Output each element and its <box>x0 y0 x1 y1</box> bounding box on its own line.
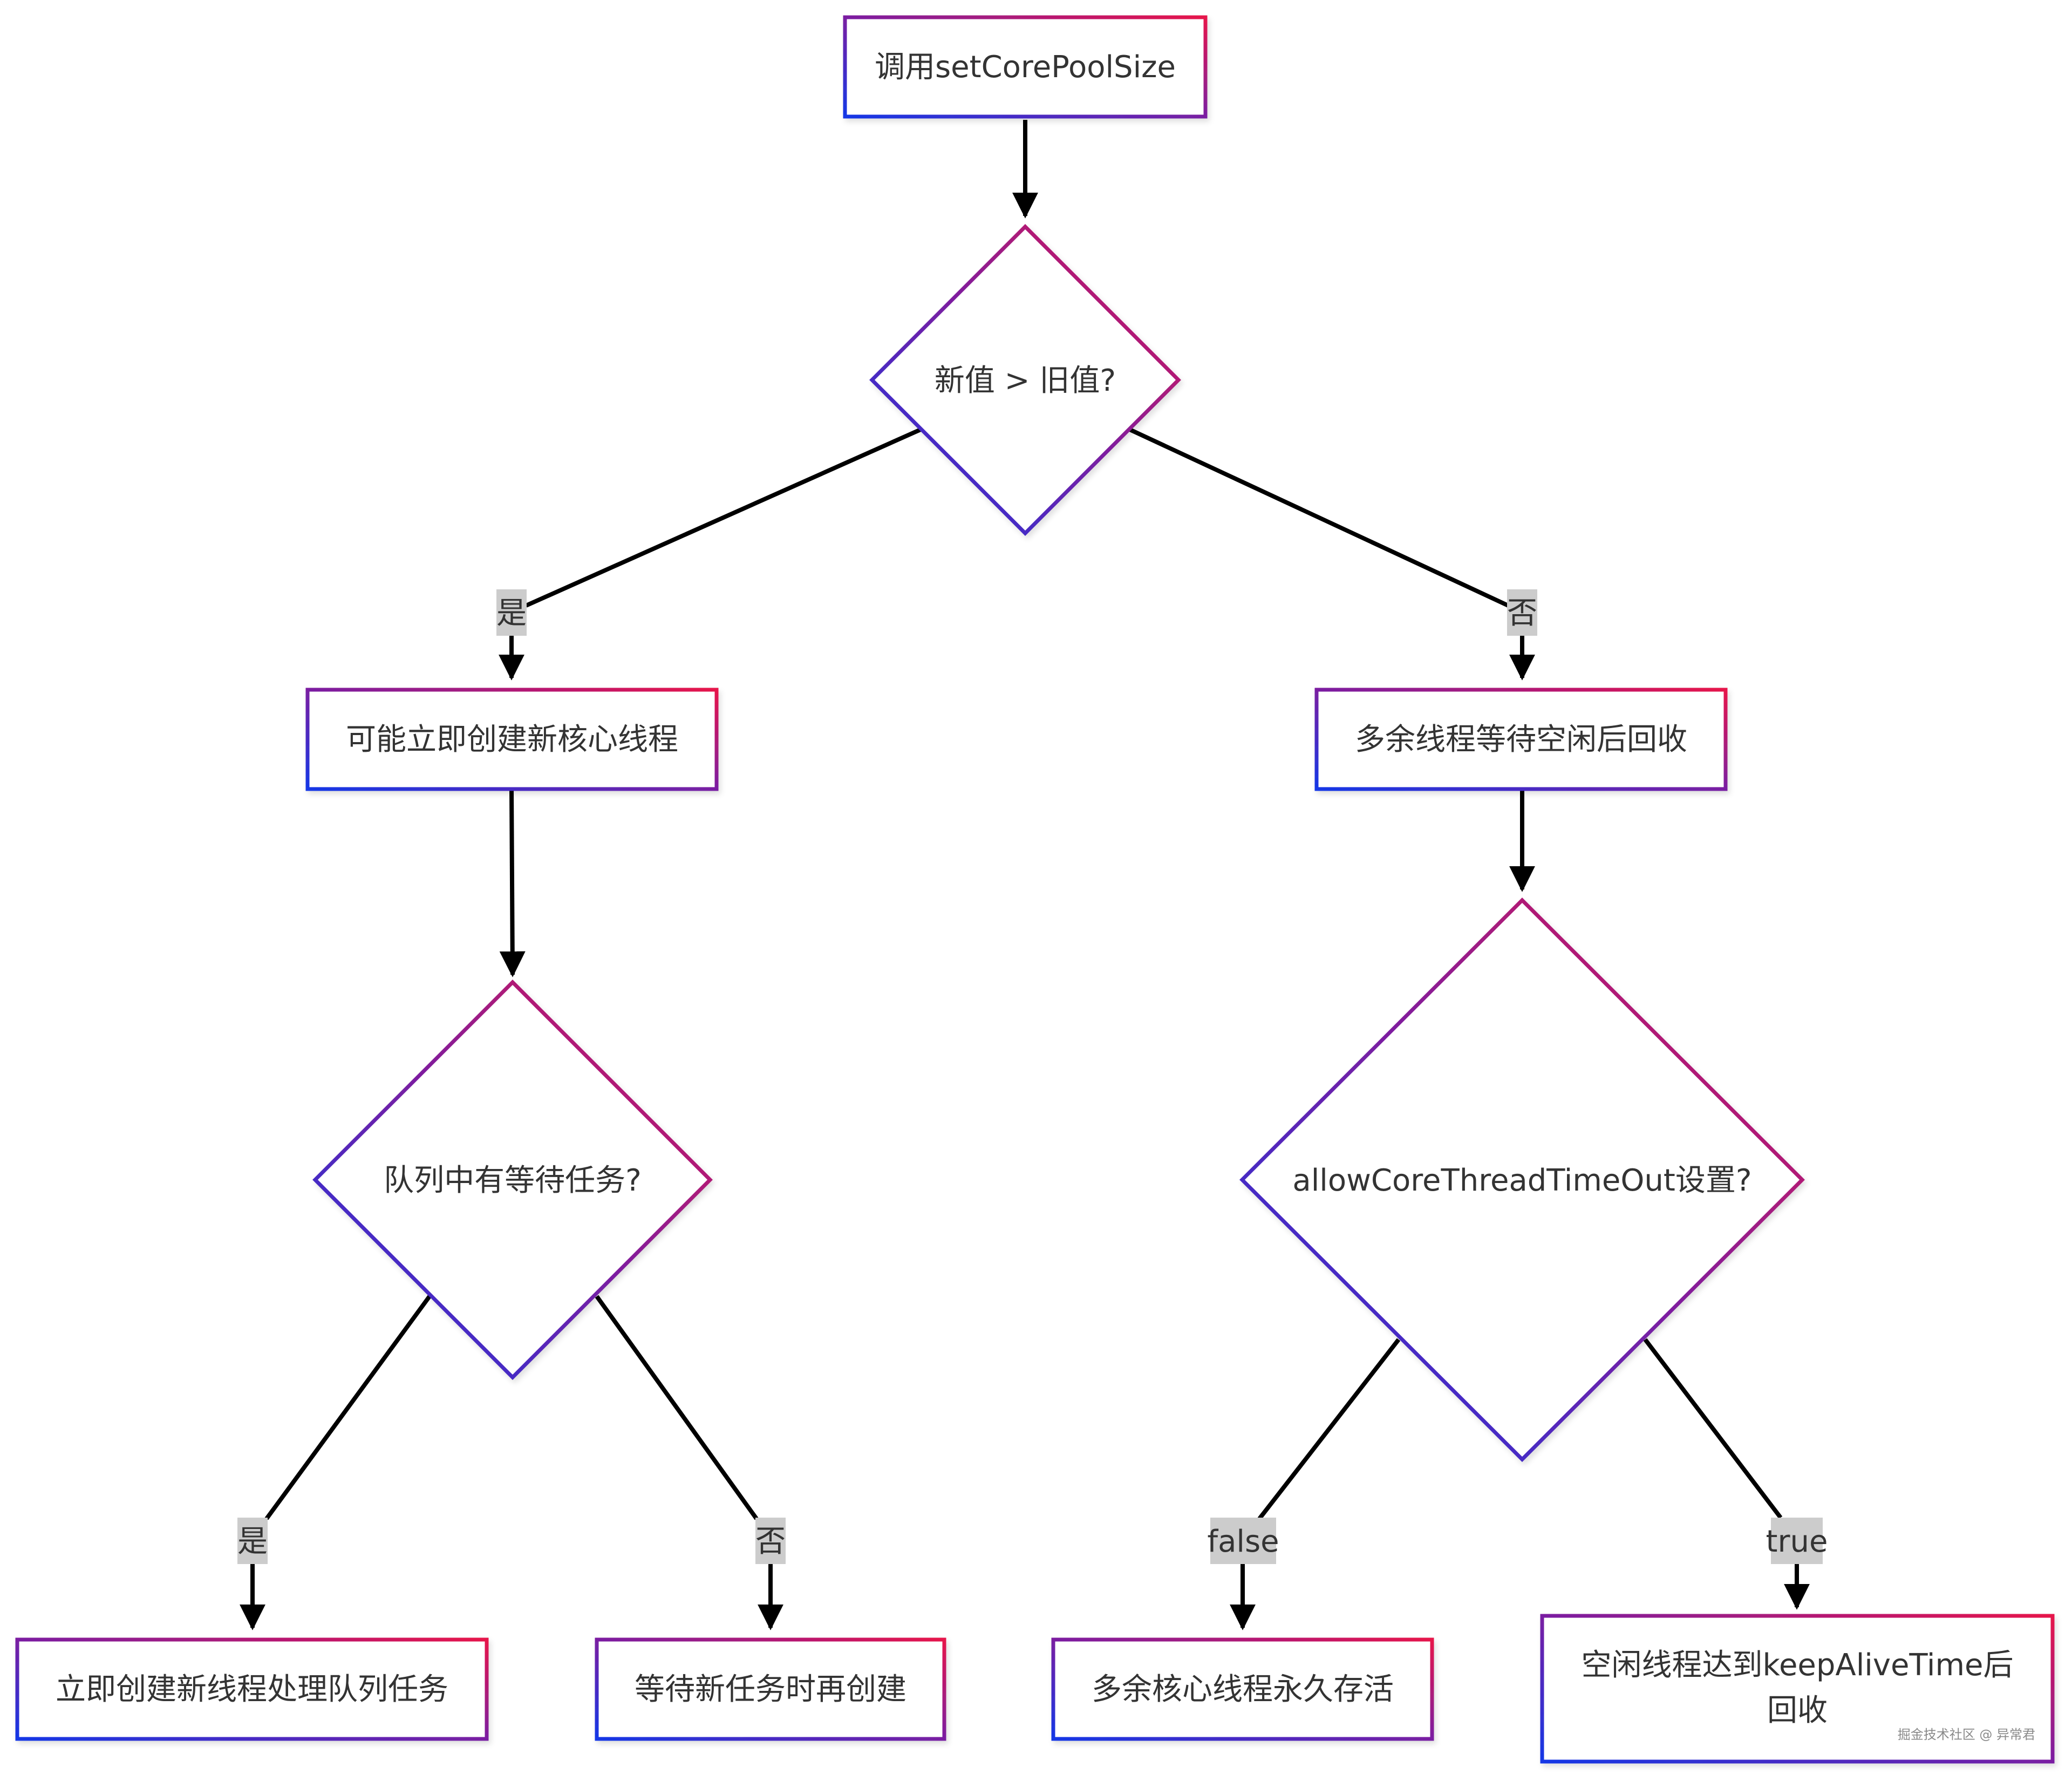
node-queue-check-decision[interactable]: 队列中有等待任务? <box>312 980 713 1380</box>
edge-compare-to-reclaim <box>1129 427 1509 608</box>
edge-label-timeout-false: false <box>1207 1518 1279 1564</box>
edge-queue-to-wait-task <box>595 1295 759 1520</box>
svg-text:新值 > 旧值?: 新值 > 旧值? <box>935 363 1116 398</box>
svg-text:等待新任务时再创建: 等待新任务时再创建 <box>635 1672 906 1707</box>
svg-text:是: 是 <box>237 1524 268 1559</box>
svg-text:false: false <box>1207 1524 1279 1559</box>
svg-text:否: 否 <box>755 1524 786 1559</box>
nodes: 调用setCorePoolSize 新值 > 旧值? 可能立即创建新核心线程 多… <box>15 15 2055 1764</box>
edge-timeout-to-keep-alive <box>1257 1338 1401 1520</box>
edge-labels: 是 否 是 否 false true <box>237 589 1828 1564</box>
watermark: 掘金技术社区 @ 异常君 <box>1898 1727 2035 1742</box>
edge-compare-to-create-core <box>525 427 922 608</box>
svg-text:是: 是 <box>496 596 527 631</box>
svg-text:否: 否 <box>1507 596 1537 631</box>
node-start[interactable]: 调用setCorePoolSize <box>843 15 1208 119</box>
node-idle-reclaim-line1: 空闲线程达到keepAliveTime后 <box>1582 1648 2014 1683</box>
edge-timeout-to-idle-reclaim <box>1643 1338 1783 1519</box>
node-idle-reclaim-line2: 回收 <box>1767 1693 1828 1728</box>
node-idle-reclaim[interactable]: 空闲线程达到keepAliveTime后 回收 <box>1540 1614 2055 1764</box>
svg-text:allowCoreThreadTimeOut设置?: allowCoreThreadTimeOut设置? <box>1292 1163 1751 1198</box>
edge-label-queue-yes: 是 <box>237 1518 268 1564</box>
node-wait-task[interactable]: 等待新任务时再创建 <box>595 1637 946 1741</box>
edge-label-timeout-true: true <box>1766 1518 1828 1564</box>
svg-text:调用setCorePoolSize: 调用setCorePoolSize <box>875 50 1176 85</box>
svg-text:true: true <box>1766 1524 1828 1559</box>
node-reclaim[interactable]: 多余线程等待空闲后回收 <box>1314 688 1728 791</box>
svg-text:立即创建新线程处理队列任务: 立即创建新线程处理队列任务 <box>56 1672 448 1707</box>
node-create-now[interactable]: 立即创建新线程处理队列任务 <box>15 1637 489 1741</box>
svg-text:可能立即创建新核心线程: 可能立即创建新核心线程 <box>346 722 678 757</box>
edges <box>240 120 1810 1630</box>
svg-text:多余核心线程永久存活: 多余核心线程永久存活 <box>1092 1672 1394 1707</box>
node-create-core[interactable]: 可能立即创建新核心线程 <box>305 688 719 791</box>
edge-create-core-to-queue-check <box>499 788 526 977</box>
svg-text:队列中有等待任务?: 队列中有等待任务? <box>384 1163 642 1198</box>
svg-text:多余线程等待空闲后回收: 多余线程等待空闲后回收 <box>1355 722 1687 757</box>
edge-label-compare-yes: 是 <box>496 589 527 636</box>
edge-label-queue-no: 否 <box>755 1518 786 1564</box>
edge-queue-to-create-now <box>264 1295 432 1520</box>
node-allow-timeout-decision[interactable]: allowCoreThreadTimeOut设置? <box>1239 898 1805 1462</box>
node-compare-decision[interactable]: 新值 > 旧值? <box>869 224 1181 536</box>
node-keep-alive[interactable]: 多余核心线程永久存活 <box>1051 1637 1434 1741</box>
edge-label-compare-no: 否 <box>1507 589 1537 636</box>
